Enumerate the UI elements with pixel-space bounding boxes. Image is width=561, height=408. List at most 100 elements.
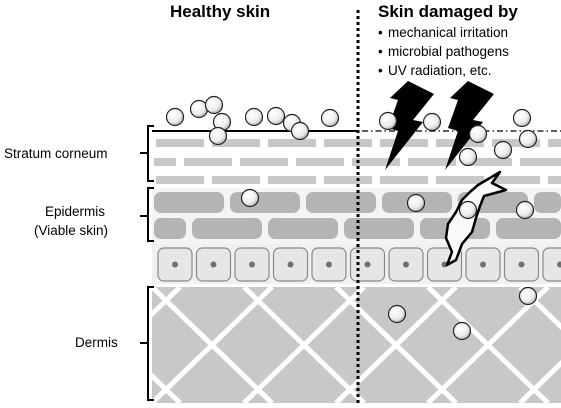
particle-sphere-icon <box>518 286 538 306</box>
bracket-icon <box>140 187 154 242</box>
corneum-brick <box>154 158 176 166</box>
corneum-brick <box>380 176 428 184</box>
basal-cell-row <box>157 247 561 282</box>
corneum-brick <box>548 176 561 184</box>
label-stratum-corneum: Stratum corneum <box>4 146 108 161</box>
corneum-brick <box>156 176 204 184</box>
label-epidermis: Epidermis <box>45 204 105 219</box>
epidermis-cell <box>306 192 376 213</box>
corneum-brick <box>408 158 456 166</box>
particle-sphere-icon <box>189 99 209 119</box>
bullet-glyph: • <box>378 63 383 78</box>
particle-sphere-icon <box>458 200 478 220</box>
lightning-bolt-icon <box>385 81 434 170</box>
basal-nucleus <box>518 261 525 268</box>
corneum-brick <box>268 139 316 147</box>
corneum-brick <box>184 158 232 166</box>
basal-nucleus <box>210 261 217 268</box>
collagen-fiber <box>242 287 366 403</box>
corneum-brick <box>352 158 400 166</box>
epidermis-cell <box>496 218 561 239</box>
particle-sphere-icon <box>266 106 286 126</box>
layer-brackets <box>140 125 154 401</box>
damage-cause-uv: UV radiation, etc. <box>388 63 492 78</box>
label-dermis: Dermis <box>75 335 118 350</box>
title-skin-damaged: Skin damaged by <box>378 2 518 21</box>
basal-nucleus <box>403 261 409 268</box>
basal-nucleus <box>287 261 294 268</box>
particle-sphere-icon <box>320 108 340 128</box>
particle-sphere-icon <box>518 129 538 149</box>
particle-sphere-icon <box>468 124 488 144</box>
collagen-fiber <box>518 287 561 331</box>
corneum-brick <box>492 176 540 184</box>
particle-sphere-icon <box>452 321 472 341</box>
particle-sphere-icon <box>512 108 532 128</box>
bullet-glyph: • <box>378 44 383 59</box>
bracket-icon <box>140 125 154 182</box>
collagen-fiber <box>152 372 182 403</box>
collagen-fiber <box>426 287 550 403</box>
epidermis-cell <box>534 192 561 213</box>
collagen-fiber <box>152 287 182 318</box>
epidermis-cell <box>268 218 338 239</box>
basal-nucleus <box>326 261 332 268</box>
corneum-brick <box>492 139 540 147</box>
epidermis-cell <box>154 192 224 213</box>
title-healthy-skin: Healthy skin <box>170 2 270 21</box>
corneum-brick <box>296 158 344 166</box>
particle-sphere-icon <box>240 188 260 208</box>
stratum-corneum-layer <box>154 139 561 184</box>
particle-sphere-icon <box>406 193 426 213</box>
basal-nucleus <box>441 261 448 268</box>
corneum-brick <box>268 176 316 184</box>
basal-nucleus <box>172 261 178 268</box>
particles-group <box>165 95 538 341</box>
particle-sphere-icon <box>165 107 185 127</box>
particle-sphere-icon <box>458 147 478 167</box>
corneum-brick <box>156 139 204 147</box>
particle-sphere-icon <box>290 121 310 141</box>
bracket-icon <box>140 286 154 401</box>
damage-causes-list: • mechanical irritation • microbial path… <box>378 25 509 78</box>
epidermis-cell <box>230 192 300 213</box>
corneum-brick <box>520 158 561 166</box>
corneum-brick <box>212 139 260 147</box>
epidermis-cell <box>154 218 186 239</box>
basal-nucleus <box>480 261 486 268</box>
particle-sphere-icon <box>244 107 264 127</box>
corneum-brick <box>548 139 561 147</box>
damage-cause-microbial: microbial pathogens <box>388 44 509 59</box>
epidermis-cells <box>154 192 561 239</box>
label-viable-skin: (Viable skin) <box>34 223 108 238</box>
epidermis-cell <box>192 218 262 239</box>
bullet-glyph: • <box>378 25 383 40</box>
corneum-brick <box>324 139 372 147</box>
collagen-fiber <box>334 287 458 403</box>
particle-sphere-icon <box>208 126 228 146</box>
particle-sphere-icon <box>515 200 535 220</box>
corneum-brick <box>464 158 512 166</box>
epidermis-cell <box>344 218 414 239</box>
corneum-brick <box>212 176 260 184</box>
particle-sphere-icon <box>422 112 442 132</box>
dendritic-cell-icon <box>444 170 508 267</box>
basal-nucleus <box>557 261 561 268</box>
basal-cell <box>542 247 561 282</box>
collagen-fiber <box>152 287 274 403</box>
collagen-fiber <box>518 359 561 403</box>
dermis-collagen-mesh <box>152 287 561 403</box>
corneum-brick <box>436 176 484 184</box>
corneum-brick <box>324 176 372 184</box>
basal-nucleus <box>249 261 255 268</box>
particle-sphere-icon <box>378 111 398 131</box>
particle-sphere-icon <box>387 304 407 324</box>
basal-nucleus <box>364 261 371 268</box>
particle-sphere-icon <box>493 140 513 160</box>
damage-cause-mechanical: mechanical irritation <box>388 25 508 40</box>
lightning-bolt-icon <box>445 81 494 170</box>
corneum-brick <box>240 158 288 166</box>
particle-sphere-icon <box>204 95 224 115</box>
